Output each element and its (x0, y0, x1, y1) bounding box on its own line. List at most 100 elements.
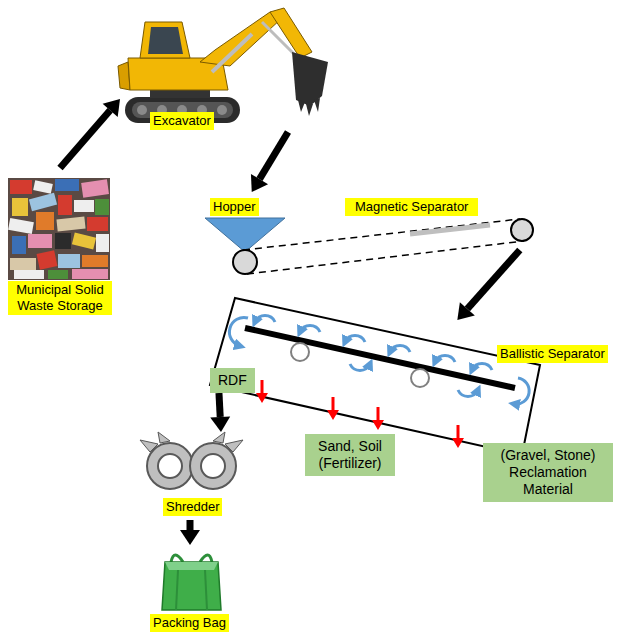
ballistic-separator-picture (229, 317, 248, 346)
bag-picture (165, 562, 218, 570)
bag-picture (162, 562, 221, 610)
arrow-shaft (60, 110, 110, 168)
waste-pile-picture (55, 179, 79, 191)
flow-arrow (251, 132, 288, 192)
arrow-head (457, 302, 474, 320)
station-label-area: Shredder (140, 432, 240, 520)
waste-pile-picture (58, 195, 72, 215)
station-label: Ballistic Separator (497, 345, 608, 363)
ballistic-separator-picture (291, 343, 309, 361)
arrow-shaft (467, 250, 519, 309)
arrow-head (210, 416, 230, 432)
waste-pile-picture (48, 270, 68, 279)
waste-pile-picture (74, 200, 94, 212)
excavator-picture (212, 34, 252, 72)
waste-pile-picture (8, 178, 110, 280)
waste-pile-picture (10, 258, 36, 270)
output-box: RDF (210, 368, 255, 393)
falling-arrows (256, 393, 268, 403)
ballistic-separator-picture (245, 328, 515, 388)
station-label-area: Municipal Solid Waste Storage (5, 168, 115, 323)
waste-pile-picture (10, 180, 32, 194)
waste-pile-picture (14, 270, 44, 279)
falling-arrows (457, 425, 460, 439)
ballistic-separator-picture (300, 326, 320, 332)
station-label: Shredder (163, 498, 222, 516)
hopper-conveyor (243, 219, 520, 250)
falling-arrows (327, 410, 339, 420)
bag-picture (171, 555, 183, 562)
station-label-area: Packing Bag (148, 545, 232, 633)
shredder-picture (147, 443, 193, 489)
ballistic-separator-picture (210, 298, 540, 455)
excavator-picture (140, 22, 190, 58)
excavator-picture (148, 27, 183, 54)
falling-arrows (452, 438, 464, 448)
station-label: Hopper (210, 198, 259, 216)
excavator-picture (137, 105, 147, 115)
ballistic-separator-picture (350, 364, 370, 370)
hopper-conveyor (410, 225, 490, 234)
station-label: Excavator (150, 112, 214, 130)
waste-pile-picture (28, 234, 52, 248)
excavator-picture (217, 105, 227, 115)
ballistic-separator-picture (472, 364, 492, 370)
hopper-conveyor (205, 218, 533, 274)
arrow-shaft (187, 520, 194, 530)
shredder-picture (140, 432, 243, 489)
waste-pile-picture (96, 234, 109, 252)
arrow-head (180, 530, 200, 545)
bag-picture (162, 555, 221, 610)
waste-pile-picture (87, 217, 108, 231)
ballistic-separator-picture (411, 369, 429, 387)
waste-pile-picture (72, 269, 108, 279)
output-text: Sand, Soil (Fertilizer) (313, 438, 387, 472)
falling-arrows (377, 407, 380, 421)
waste-pile-picture (33, 180, 53, 194)
station-label-area: Excavator (120, 0, 330, 132)
output-box: (Gravel, Stone) Reclamation Material (483, 443, 613, 502)
bag-picture (176, 570, 178, 610)
falling-arrows (261, 380, 264, 394)
waste-pile-picture (8, 218, 34, 234)
waste-pile-picture (56, 217, 85, 232)
ballistic-separator-picture (435, 356, 455, 362)
falling-arrows (372, 420, 384, 430)
waste-pile-picture (37, 250, 58, 269)
bag-picture (205, 570, 207, 610)
station-label-area: Hopper (205, 192, 290, 270)
falling-arrows (332, 397, 335, 411)
waste-pile-picture (95, 199, 109, 215)
station-label-area: Magnetic Separator (345, 198, 535, 250)
output-box: Sand, Soil (Fertilizer) (305, 434, 395, 476)
station-label-area: Ballistic Separator (205, 320, 612, 462)
arrow-shaft (219, 393, 220, 417)
bag-picture (200, 555, 212, 562)
flow-arrow (210, 393, 230, 432)
hopper-conveyor (233, 250, 257, 274)
waste-pile-picture (8, 178, 110, 280)
waste-pile-picture (29, 193, 57, 211)
excavator-picture (298, 98, 320, 116)
station-label: Municipal Solid Waste Storage (8, 281, 112, 315)
arrow-head (103, 99, 120, 117)
excavator-picture (262, 22, 296, 56)
waste-pile-picture (55, 233, 71, 249)
shredder-picture (190, 443, 236, 489)
flow-arrow (180, 520, 200, 545)
waste-pile-picture (12, 198, 28, 216)
arrow-head (251, 174, 268, 192)
shredder-picture (158, 454, 182, 478)
hopper-conveyor (247, 241, 524, 274)
excavator-picture (200, 12, 282, 66)
ballistic-separator-picture (458, 390, 478, 396)
ballistic-separator-picture (514, 378, 529, 404)
excavator-picture (292, 52, 328, 106)
shredder-picture (201, 454, 225, 478)
waste-pile-picture (72, 233, 96, 250)
ballistic-separator-picture (390, 346, 410, 352)
waste-pile-picture (36, 212, 54, 230)
